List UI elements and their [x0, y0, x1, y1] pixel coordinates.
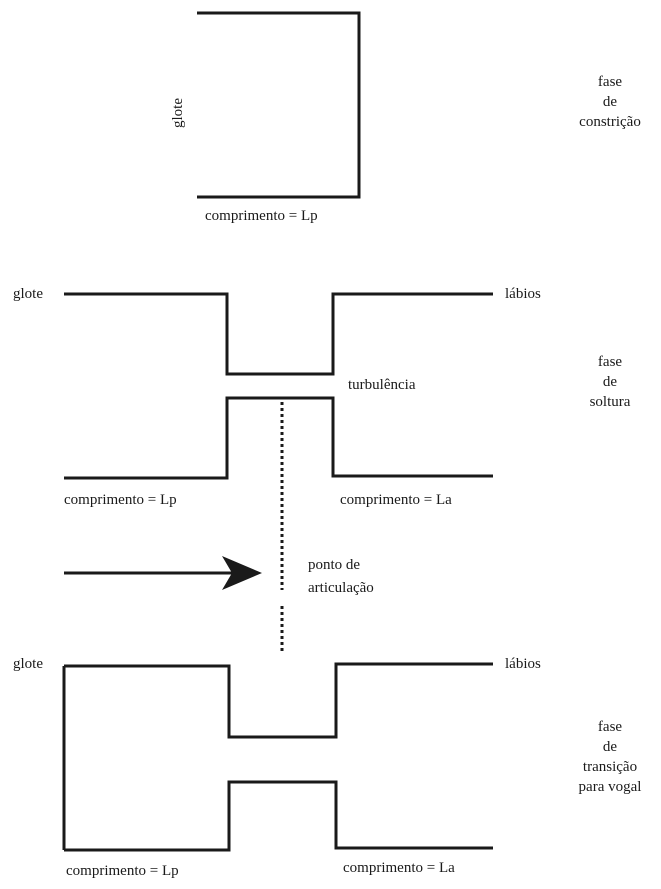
phase-transition-line-1: fase: [597, 719, 623, 735]
phase-constriction-line-2: de: [602, 94, 618, 110]
phase-constriction-line-1: fase: [597, 74, 623, 90]
release-upper-wall: [64, 292, 493, 376]
mid-labios-label: lábios: [505, 286, 541, 302]
top-glote-label: glote: [170, 98, 186, 128]
mid-glote-label: glote: [13, 286, 43, 302]
bottom-labios-label: lábios: [505, 656, 541, 672]
transition-lower-wall: [64, 780, 493, 852]
bottom-length-front-label: comprimento = La: [343, 860, 455, 876]
phase-constriction-label: fase de constrição: [565, 72, 655, 132]
phase-transition-label: fase de transição para vogal: [560, 717, 660, 797]
bottom-glote-label: glote: [13, 656, 43, 672]
phase-release-line-1: fase: [597, 354, 623, 370]
mid-length-front-label: comprimento = La: [340, 492, 452, 508]
phase-constriction-line-3: constrição: [579, 114, 641, 130]
articulation-label-line-1: ponto de: [308, 557, 361, 573]
phase-release-line-2: de: [602, 374, 618, 390]
phase-release-label: fase de soltura: [560, 352, 660, 412]
phase-transition-line-2: de: [602, 739, 618, 755]
top-length-label: comprimento = Lp: [205, 208, 318, 224]
constriction-tube-outline: [197, 11, 361, 199]
phase-transition-line-3: transição: [582, 759, 638, 775]
phase-release-line-3: soltura: [589, 394, 631, 410]
mid-length-back-label: comprimento = Lp: [64, 492, 177, 508]
transition-upper-wall: [64, 662, 493, 739]
release-lower-wall: [64, 396, 493, 480]
turbulence-label: turbulência: [348, 377, 416, 393]
flow-arrow-head: [222, 556, 262, 590]
articulation-label-line-2: articulação: [308, 580, 374, 596]
phase-transition-line-4: para vogal: [578, 779, 642, 795]
bottom-length-back-label: comprimento = Lp: [66, 863, 179, 879]
